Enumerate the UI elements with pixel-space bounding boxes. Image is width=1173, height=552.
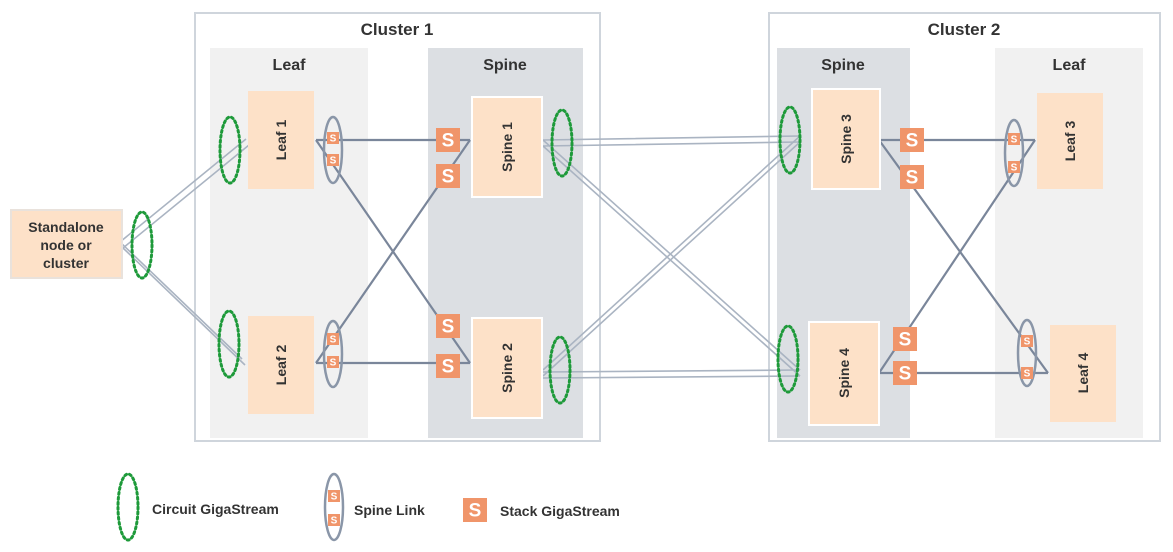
leaf-4-label: Leaf 4 [1075, 353, 1091, 394]
svg-text:S: S [331, 515, 338, 526]
stack-badge: S [900, 128, 924, 152]
stack-badge-small: S [1008, 161, 1020, 173]
legend-stack-badge: S [463, 498, 487, 522]
svg-text:S: S [442, 317, 455, 338]
svg-text:S: S [442, 167, 455, 188]
legend-circuit-label: Circuit GigaStream [152, 501, 279, 517]
legend-stack-icon: S [463, 498, 487, 522]
svg-text:S: S [442, 357, 455, 378]
node-spine-1: Spine 1 [471, 96, 543, 198]
spine-2-label: Spine 2 [499, 343, 515, 393]
spine-link-ellipse-leaf-4 [1016, 318, 1038, 388]
stack-badge: S [436, 354, 460, 378]
stack-badge: S [900, 165, 924, 189]
circuit-ellipse-spine-2 [548, 335, 572, 405]
circuit-ellipse-standalone [130, 210, 154, 280]
svg-text:S: S [906, 168, 919, 189]
svg-text:S: S [330, 155, 337, 166]
node-spine-4: Spine 4 [808, 321, 880, 426]
svg-text:S: S [330, 334, 337, 345]
svg-text:S: S [1024, 368, 1031, 379]
spine-3-label: Spine 3 [838, 114, 854, 164]
svg-text:S: S [1011, 134, 1018, 145]
leaf-1-label: Leaf 1 [273, 120, 289, 161]
svg-text:S: S [899, 330, 912, 351]
spine-link-ellipse-leaf-1 [322, 115, 344, 185]
circuit-gigastream-markers [130, 105, 802, 405]
stack-badge-small: S [327, 333, 339, 345]
cluster-1-leaf-label: Leaf [273, 57, 307, 74]
cluster-1-spine-label: Spine [483, 57, 527, 74]
svg-text:S: S [906, 131, 919, 152]
svg-text:S: S [442, 131, 455, 152]
circuit-ellipse-leaf-1 [218, 115, 242, 185]
svg-text:S: S [330, 133, 337, 144]
stack-badge-small: S [327, 356, 339, 368]
legend-circuit-icon [116, 472, 140, 542]
spine-link-ellipse-leaf-3 [1003, 118, 1025, 188]
stack-badge: S [436, 164, 460, 188]
svg-text:S: S [1011, 162, 1018, 173]
cluster-2-title: Cluster 2 [928, 20, 1001, 39]
legend-spine-link-badge: S [328, 514, 340, 526]
circuit-ellipse-spine-4 [776, 324, 800, 394]
circuit-links [119, 135, 801, 379]
node-spine-3: Spine 3 [811, 88, 881, 190]
cluster-2-leaf-label: Leaf [1053, 57, 1087, 74]
spine-link-ellipse-leaf-2 [322, 319, 344, 389]
legend-spine-link-label: Spine Link [354, 502, 425, 518]
leaf-3-label: Leaf 3 [1062, 121, 1078, 162]
stack-badge-small: S [1021, 335, 1033, 347]
stack-badge: S [893, 361, 917, 385]
stack-badge: S [893, 327, 917, 351]
standalone-line-1: Standalone [28, 219, 104, 235]
node-leaf-3: Leaf 3 [1037, 93, 1103, 189]
circuit-ellipse-leaf-2 [217, 309, 241, 379]
svg-text:S: S [1024, 336, 1031, 347]
node-spine-2: Spine 2 [471, 317, 543, 419]
legend-spine-link-icon: SS [323, 472, 345, 542]
cluster-1-title: Cluster 1 [361, 20, 434, 39]
legend-stack-label: Stack GigaStream [500, 503, 620, 519]
spine-link-markers [322, 115, 1038, 389]
stack-badge-small: S [1008, 133, 1020, 145]
node-leaf-1: Leaf 1 [248, 91, 314, 189]
stack-badge-small: S [327, 154, 339, 166]
svg-text:S: S [469, 501, 482, 522]
svg-text:S: S [899, 364, 912, 385]
stack-badge: S [436, 128, 460, 152]
circuit-ellipse-spine-3 [778, 105, 802, 175]
legend-spine-link-badge: S [328, 490, 340, 502]
stack-badge-small: S [1021, 367, 1033, 379]
cluster-2-spine-label: Spine [821, 57, 865, 74]
circuit-ellipse-spine-1 [550, 108, 574, 178]
standalone-line-2: node or [40, 237, 92, 253]
spine-4-label: Spine 4 [836, 348, 852, 398]
svg-text:S: S [331, 491, 338, 502]
node-leaf-2: Leaf 2 [248, 316, 314, 414]
standalone-line-3: cluster [43, 255, 89, 271]
standalone-node [10, 209, 123, 279]
node-leaf-4: Leaf 4 [1050, 325, 1116, 422]
stack-badge: S [436, 314, 460, 338]
svg-text:S: S [330, 357, 337, 368]
leaf-2-label: Leaf 2 [273, 345, 289, 386]
spine-1-label: Spine 1 [499, 122, 515, 172]
legend: Circuit GigaStream SS Spine Link S Stack… [116, 472, 620, 542]
stack-badge-small: S [327, 132, 339, 144]
